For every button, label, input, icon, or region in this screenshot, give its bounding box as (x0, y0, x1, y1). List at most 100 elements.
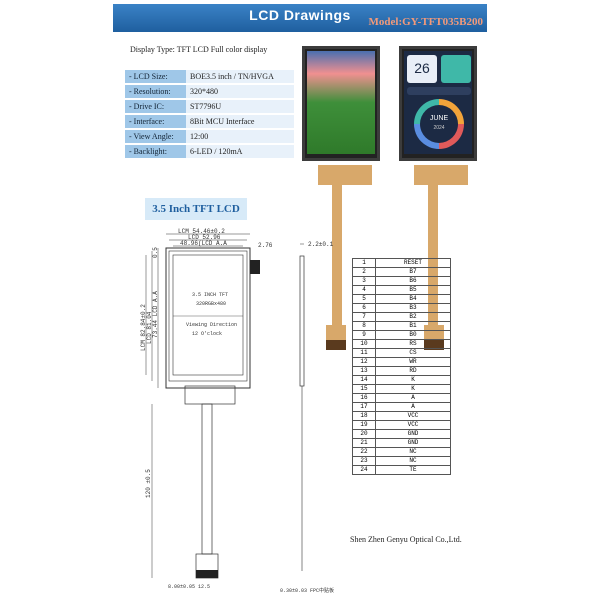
pin-number: 11 (352, 348, 376, 358)
dim-top: 0.5 (152, 247, 159, 258)
ui-screen: 26 JUNE 2024 (404, 51, 472, 154)
pin-number: 15 (352, 384, 376, 394)
dim-fpc-note: 0.30±0.03 FPC中贴板 (280, 587, 334, 594)
calendar-ring: JUNE 2024 (414, 99, 464, 149)
spec-value: BOE3.5 inch / TN/HVGA (186, 70, 294, 83)
mechanical-drawing: LCM 54.46±0.2 LCD 52.96 48.96(LCD A.A 2.… (130, 226, 450, 596)
side-tab (250, 260, 260, 274)
fpc-end-contacts (196, 570, 218, 578)
fpc-connector-top (414, 165, 468, 185)
pin-signal: B7 (375, 267, 451, 277)
pin-number: 21 (352, 438, 376, 448)
pin-signal: RS (375, 339, 451, 349)
pin-signal: B2 (375, 312, 451, 322)
fpc-contacts (326, 340, 346, 350)
pin-number: 13 (352, 366, 376, 376)
dim-fpc-length: 120 ±0.5 (145, 469, 152, 498)
dim-va-height: 73.44 LCD A.A (152, 291, 159, 338)
pin-number: 19 (352, 420, 376, 430)
dim-lcm-width: LCM 54.46±0.2 (178, 228, 225, 235)
active-area (172, 254, 244, 376)
pin-signal: WR (375, 357, 451, 367)
pin-signal: B3 (375, 303, 451, 313)
pin-number: 20 (352, 429, 376, 439)
spec-table: - LCD Size:BOE3.5 inch / TN/HVGA - Resol… (125, 68, 294, 160)
pin-signal: A (375, 402, 451, 412)
spec-row: - View Angle:12:00 (125, 130, 294, 143)
pin-number: 3 (352, 276, 376, 286)
fpc-cable (332, 185, 342, 325)
side-view (299, 255, 305, 387)
lcd-outline (168, 250, 248, 382)
spec-key: - View Angle: (125, 130, 186, 143)
product-photo-landscape (302, 46, 380, 161)
pin-signal: VCC (375, 420, 451, 430)
dim-lcm-height: LCM 82.84±0.2 (140, 304, 147, 351)
product-photo-ui: 26 JUNE 2024 (399, 46, 477, 161)
pin-signal: NC (375, 447, 451, 457)
model-number: Model:GY-TFT035B200 (368, 16, 484, 28)
pin-signal: GND (375, 438, 451, 448)
header-banner: LCD Drawings Model:GY-TFT035B200 (113, 4, 487, 32)
pin-number: 8 (352, 321, 376, 331)
dim-fpc-width: 12.5 (198, 584, 210, 590)
spec-row: - Interface:8Bit MCU Interface (125, 115, 294, 128)
calendar-year: 2024 (433, 125, 445, 131)
header-title: LCD Drawings (249, 7, 351, 23)
fpc-connector-outline (184, 385, 236, 405)
pin-signal: CS (375, 348, 451, 358)
pin-number: 1 (352, 258, 376, 268)
dim-va-width: 48.96(LCD A.A (180, 240, 227, 247)
pin-signal: RESET (375, 258, 451, 268)
pin-signal: RD (375, 366, 451, 376)
pin-number: 14 (352, 375, 376, 385)
spec-key: - Resolution: (125, 85, 186, 98)
dim-thickness: 2.2±0.1 (308, 241, 334, 248)
spec-row: - Resolution:320*480 (125, 85, 294, 98)
spec-row: - Drive IC:ST7796U (125, 100, 294, 113)
spec-value: 12:00 (186, 130, 294, 143)
pin-signal: GND (375, 429, 451, 439)
spec-value: 8Bit MCU Interface (186, 115, 294, 128)
screen-line-1: 3.5 INCH TFT (192, 292, 228, 298)
pin-number: 4 (352, 285, 376, 295)
fpc-tail-outline (201, 403, 213, 555)
dim-side: 2.76 (258, 242, 273, 249)
viewing-line-2: 12 O'clock (192, 331, 222, 337)
pin-signal: B0 (375, 330, 451, 340)
spec-row: - LCD Size:BOE3.5 inch / TN/HVGA (125, 70, 294, 83)
landscape-screen (307, 51, 375, 154)
fpc-connector-top (318, 165, 372, 185)
spec-key: - Drive IC: (125, 100, 186, 113)
drawing-svg: LCM 54.46±0.2 LCD 52.96 48.96(LCD A.A 2.… (140, 228, 334, 594)
spec-value: 6-LED / 120mA (186, 145, 294, 158)
pin-number: 16 (352, 393, 376, 403)
pin-signal: B5 (375, 285, 451, 295)
lcm-outline (165, 247, 251, 389)
screen-line-2: 320RGBx480 (196, 301, 226, 307)
dim-lcd-width: LCD 52.96 (188, 234, 221, 241)
pin-signal: B6 (375, 276, 451, 286)
pin-number: 6 (352, 303, 376, 313)
pin-number: 5 (352, 294, 376, 304)
dim-lcd-height: LCD 81.04 (146, 311, 153, 344)
pin-number: 9 (352, 330, 376, 340)
company-name: Shen Zhen Genyu Optical Co.,Ltd. (350, 535, 462, 544)
pin-signal: B4 (375, 294, 451, 304)
section-subtitle: 3.5 Inch TFT LCD (145, 198, 247, 220)
